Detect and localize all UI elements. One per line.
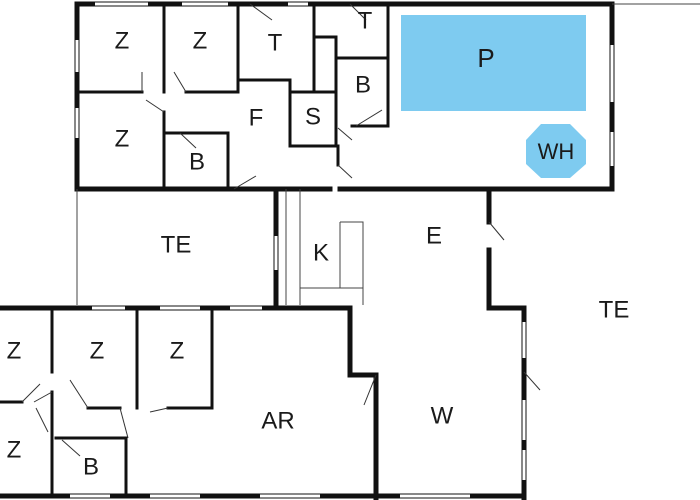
room-label-f: F bbox=[249, 104, 264, 131]
room-label-z: Z bbox=[115, 27, 130, 54]
room-label-z: Z bbox=[7, 436, 22, 463]
pool-shape bbox=[401, 15, 586, 111]
doors bbox=[21, 3, 541, 457]
room-label-b: B bbox=[189, 148, 205, 175]
room-label-z: Z bbox=[170, 337, 185, 364]
room-label-t: T bbox=[358, 7, 373, 34]
room-label-ar: AR bbox=[261, 407, 294, 434]
room-label-z: Z bbox=[193, 27, 208, 54]
room-label-b: B bbox=[355, 71, 371, 98]
room-label-water-heater: WH bbox=[538, 139, 575, 164]
room-label-z: Z bbox=[115, 125, 130, 152]
room-label-e: E bbox=[426, 222, 442, 249]
room-label-b: B bbox=[83, 453, 99, 480]
room-label-te: TE bbox=[161, 231, 192, 258]
room-label-s: S bbox=[305, 103, 321, 130]
room-label-z: Z bbox=[7, 337, 22, 364]
room-label-w: W bbox=[431, 402, 454, 429]
room-label-t: T bbox=[268, 29, 283, 56]
room-labels: Z Z T T P Z B F S B WH TE K E TE Z Z Z A… bbox=[7, 7, 630, 480]
room-label-pool: P bbox=[477, 43, 494, 73]
room-label-z: Z bbox=[90, 337, 105, 364]
windows bbox=[70, 2, 614, 498]
room-label-k: K bbox=[313, 239, 329, 266]
water-heater-shape bbox=[526, 124, 586, 178]
room-label-te: TE bbox=[599, 296, 630, 323]
